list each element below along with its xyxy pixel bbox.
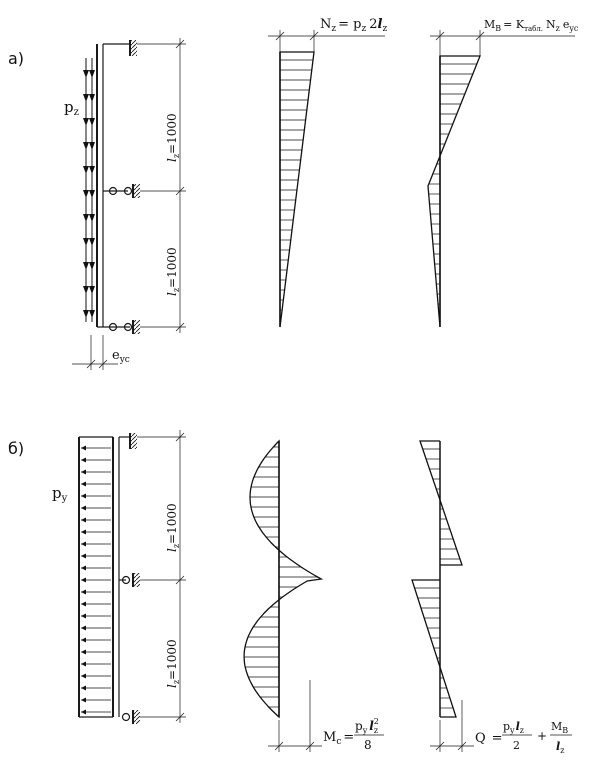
load-arrow-head xyxy=(81,541,86,547)
span-dimension-b xyxy=(137,430,186,723)
moment-b-outline xyxy=(243,439,324,719)
lateral-load-arrows xyxy=(81,445,111,715)
load-arrow xyxy=(89,166,95,174)
load-arrow-head xyxy=(81,529,86,535)
load-arrow xyxy=(83,238,89,246)
axial-diagram-outline xyxy=(279,51,315,328)
load-arrow-head xyxy=(81,577,86,583)
load-arrow xyxy=(89,142,95,150)
part-a: а) pz xyxy=(8,17,579,370)
load-arrow xyxy=(89,286,95,294)
span-lower-label-a: lz=1000 xyxy=(165,247,181,296)
span-upper-label-b: lz=1000 xyxy=(165,503,181,552)
part-b: б) py xyxy=(8,430,572,755)
formula-Q-num2: MB xyxy=(551,720,568,735)
part-b-label: б) xyxy=(8,439,24,458)
span-lower-label-b: lz=1000 xyxy=(165,639,181,688)
load-arrow-head xyxy=(81,685,86,691)
axial-force-diagram xyxy=(279,51,315,328)
part-a-label: а) xyxy=(8,49,24,68)
load-arrow xyxy=(89,238,95,246)
load-label-pz: pz xyxy=(64,98,79,118)
column-b xyxy=(78,436,120,718)
axial-load-arrows xyxy=(83,58,95,322)
load-arrow xyxy=(89,310,95,318)
span-upper-label-a: lz=1000 xyxy=(165,113,181,162)
load-arrow xyxy=(89,262,95,270)
load-label-py: py xyxy=(52,484,68,504)
shear-formula: Q= pylz 2 + MB lz xyxy=(430,700,572,755)
load-arrow xyxy=(89,190,95,198)
load-arrow-head xyxy=(81,673,86,679)
moment-diagram-outline xyxy=(427,55,481,328)
load-arrow xyxy=(89,214,95,222)
load-arrow-head xyxy=(81,481,86,487)
formula-Q-den2: lz xyxy=(556,740,564,755)
load-arrow xyxy=(83,70,89,78)
load-arrow-head xyxy=(81,445,86,451)
top-support-b xyxy=(119,433,137,449)
load-arrow-head xyxy=(81,709,86,715)
load-arrow-head xyxy=(81,469,86,475)
load-arrow-head xyxy=(81,649,86,655)
load-arrow xyxy=(83,190,89,198)
load-arrow xyxy=(83,286,89,294)
formula-Mc-lhs: Mc= xyxy=(323,730,354,747)
load-arrow xyxy=(89,118,95,126)
formula-Q-lhs: Q= xyxy=(475,731,503,746)
middle-support-b xyxy=(119,573,140,587)
load-arrow-head xyxy=(81,589,86,595)
eccentricity-label: eyc xyxy=(112,348,130,365)
load-arrow-head xyxy=(81,493,86,499)
column-a xyxy=(96,44,130,328)
load-arrow-head xyxy=(81,505,86,511)
load-arrow xyxy=(83,262,89,270)
bottom-support-b xyxy=(121,710,140,724)
formula-Q-plus: + xyxy=(537,729,547,743)
load-arrow-head xyxy=(81,601,86,607)
load-arrow xyxy=(89,94,95,102)
load-arrow xyxy=(83,166,89,174)
span-dimension-a xyxy=(137,38,186,333)
load-arrow-head xyxy=(81,637,86,643)
load-arrow xyxy=(89,70,95,78)
load-arrow-head xyxy=(81,517,86,523)
formula-Q-num1: pylz xyxy=(503,720,524,735)
load-arrow-head xyxy=(81,613,86,619)
shear-outline-lower xyxy=(411,579,457,718)
load-arrow xyxy=(83,94,89,102)
load-arrow-head xyxy=(81,457,86,463)
load-arrow xyxy=(83,142,89,150)
formula-Mc-denominator: 8 xyxy=(364,738,372,752)
load-arrow-head xyxy=(81,697,86,703)
load-arrow-head xyxy=(81,625,86,631)
load-arrow xyxy=(83,214,89,222)
load-arrow-head xyxy=(81,661,86,667)
top-support-a xyxy=(103,40,137,56)
load-arrow-head xyxy=(81,553,86,559)
load-arrow xyxy=(83,310,89,318)
formula-Q-den1: 2 xyxy=(513,739,520,752)
bending-moment-diagram-b xyxy=(243,439,324,719)
load-arrow xyxy=(83,118,89,126)
bottom-support-a xyxy=(108,320,140,334)
bending-moment-diagram-a xyxy=(427,55,481,328)
shear-force-diagram xyxy=(411,440,463,718)
shear-outline-upper xyxy=(419,440,463,566)
load-arrow-head xyxy=(81,565,86,571)
middle-support-a xyxy=(103,184,140,198)
eccentricity-dimension xyxy=(72,335,118,370)
